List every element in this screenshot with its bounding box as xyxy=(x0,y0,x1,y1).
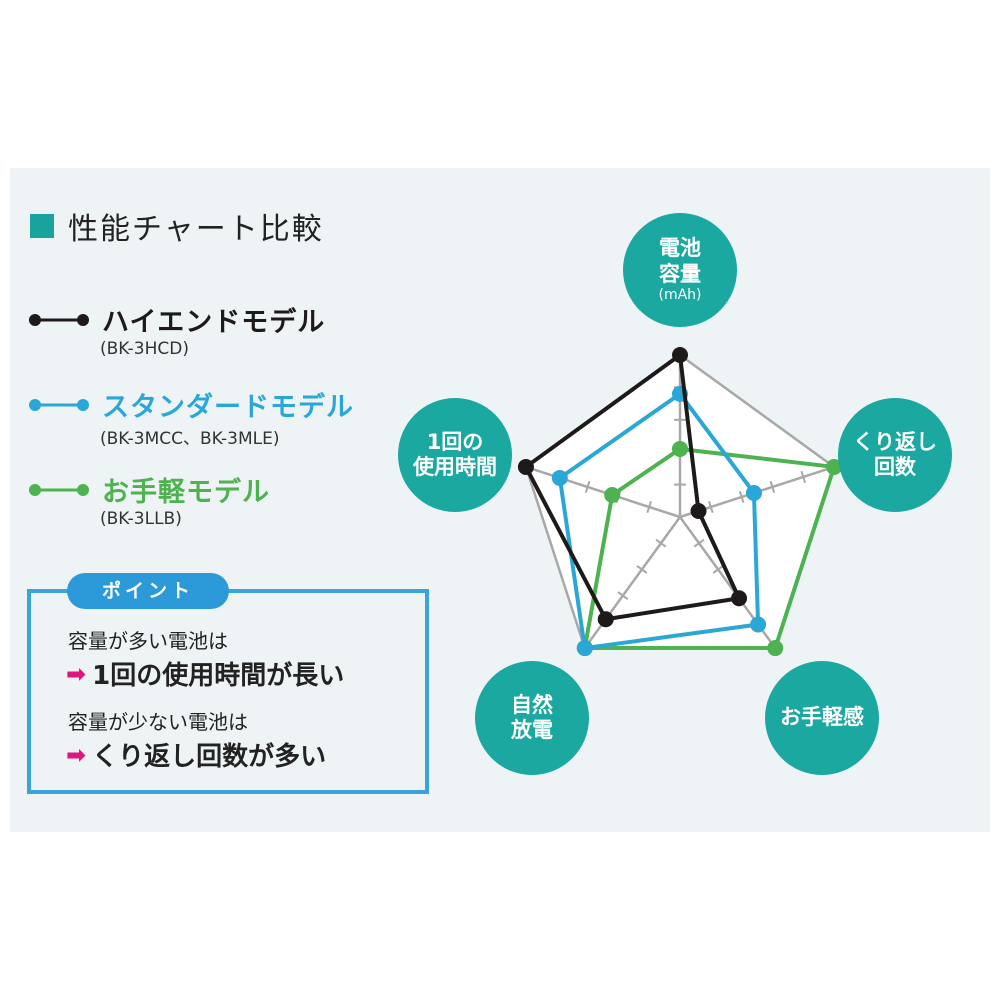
legend-code: (BK-3HCD) xyxy=(100,339,189,359)
legend-item-highend: ハイエンドモデル (BK-3HCD) xyxy=(28,300,325,359)
axis-label-line1: くり返し xyxy=(853,429,937,454)
series-line-1 xyxy=(557,391,761,651)
pink-arrow-icon: ➡ xyxy=(66,740,87,769)
legend-name: お手軽モデル xyxy=(102,477,270,508)
legend-item-casual: お手軽モデル (BK-3LLB) xyxy=(28,470,270,529)
axis-label-circle: 電池容量(mAh) xyxy=(623,213,737,327)
series-point-0-2 xyxy=(731,590,748,607)
radar-axis-tick xyxy=(738,490,745,503)
point-line-1: 容量が多い電池は xyxy=(68,629,228,653)
axis-label-circle: お手軽感 xyxy=(765,661,879,775)
axis-label-line1: 電池 xyxy=(659,236,701,261)
series-point-2-4 xyxy=(604,486,621,503)
point-line-3: 容量が少ない電池は xyxy=(68,710,248,734)
title-text: 性能チャート比較 xyxy=(68,212,324,247)
pink-arrow-icon: ➡ xyxy=(66,659,87,688)
legend-line-marker-icon xyxy=(29,483,89,496)
legend-line-marker-icon xyxy=(29,398,89,411)
radar-axis-tick xyxy=(769,480,776,493)
series-line-2 xyxy=(582,446,837,651)
radar-axis-line xyxy=(583,516,682,649)
series-point-1-4 xyxy=(551,469,568,486)
chart-title: 性能チャート比較 xyxy=(30,204,324,248)
radar-axis-tick xyxy=(693,538,705,548)
legend-code: (BK-3MCC、BK-3MLE) xyxy=(100,429,280,449)
point-line-2: ➡1回の使用時間が長い xyxy=(66,655,344,692)
radar-axis-tick xyxy=(584,480,591,493)
radar-axis-tick xyxy=(708,500,714,514)
axis-label-line1: 自然 xyxy=(511,692,553,717)
point-tab-label: ポイント xyxy=(67,573,229,609)
series-point-0-0 xyxy=(672,347,688,363)
radar-axis-tick xyxy=(617,591,629,600)
axis-label-line2: 回数 xyxy=(874,455,916,479)
series-point-0-3 xyxy=(597,611,614,628)
axis-label-line1: 1回の xyxy=(426,429,484,454)
radar-axis-tick xyxy=(636,565,648,574)
axis-label-line2: 容量 xyxy=(659,261,701,286)
legend-line-marker-icon xyxy=(29,313,89,326)
axis-label-line2: 使用時間 xyxy=(413,455,497,479)
square-bullet-icon xyxy=(30,214,54,238)
legend-item-standard: スタンダードモデル (BK-3MCC、BK-3MLE) xyxy=(28,385,354,449)
series-point-1-2 xyxy=(750,616,767,633)
radar-axis-tick xyxy=(646,500,652,514)
point-line-4-text: くり返し回数が多い xyxy=(92,742,327,772)
series-point-2-0 xyxy=(672,440,688,457)
axis-label-circle: 1回の使用時間 xyxy=(398,398,512,512)
axis-label-line2: 放電 xyxy=(511,718,553,742)
radar-axis-tick xyxy=(712,565,724,574)
series-point-1-3 xyxy=(576,640,593,657)
axis-label-circle: 自然放電 xyxy=(475,661,589,775)
point-line-2-text: 1回の使用時間が長い xyxy=(92,661,345,691)
series-point-1-1 xyxy=(745,484,762,501)
radar-axis-tick xyxy=(800,470,807,483)
series-point-0-1 xyxy=(690,502,707,519)
legend-code: (BK-3LLB) xyxy=(100,509,182,529)
point-line-4: ➡くり返し回数が多い xyxy=(66,736,326,773)
axis-label-line1: お手軽感 xyxy=(780,705,864,730)
radar-axis-line xyxy=(525,465,681,519)
legend-name: ハイエンドモデル xyxy=(102,307,326,338)
series-point-0-4 xyxy=(517,458,534,475)
radar-axis-tick xyxy=(655,538,667,548)
axis-label-sub: (mAh) xyxy=(658,286,702,303)
axis-label-circle: くり返し回数 xyxy=(838,398,952,512)
legend-name: スタンダードモデル xyxy=(102,392,354,423)
series-point-2-2 xyxy=(767,640,784,657)
series-line-0 xyxy=(523,353,742,622)
